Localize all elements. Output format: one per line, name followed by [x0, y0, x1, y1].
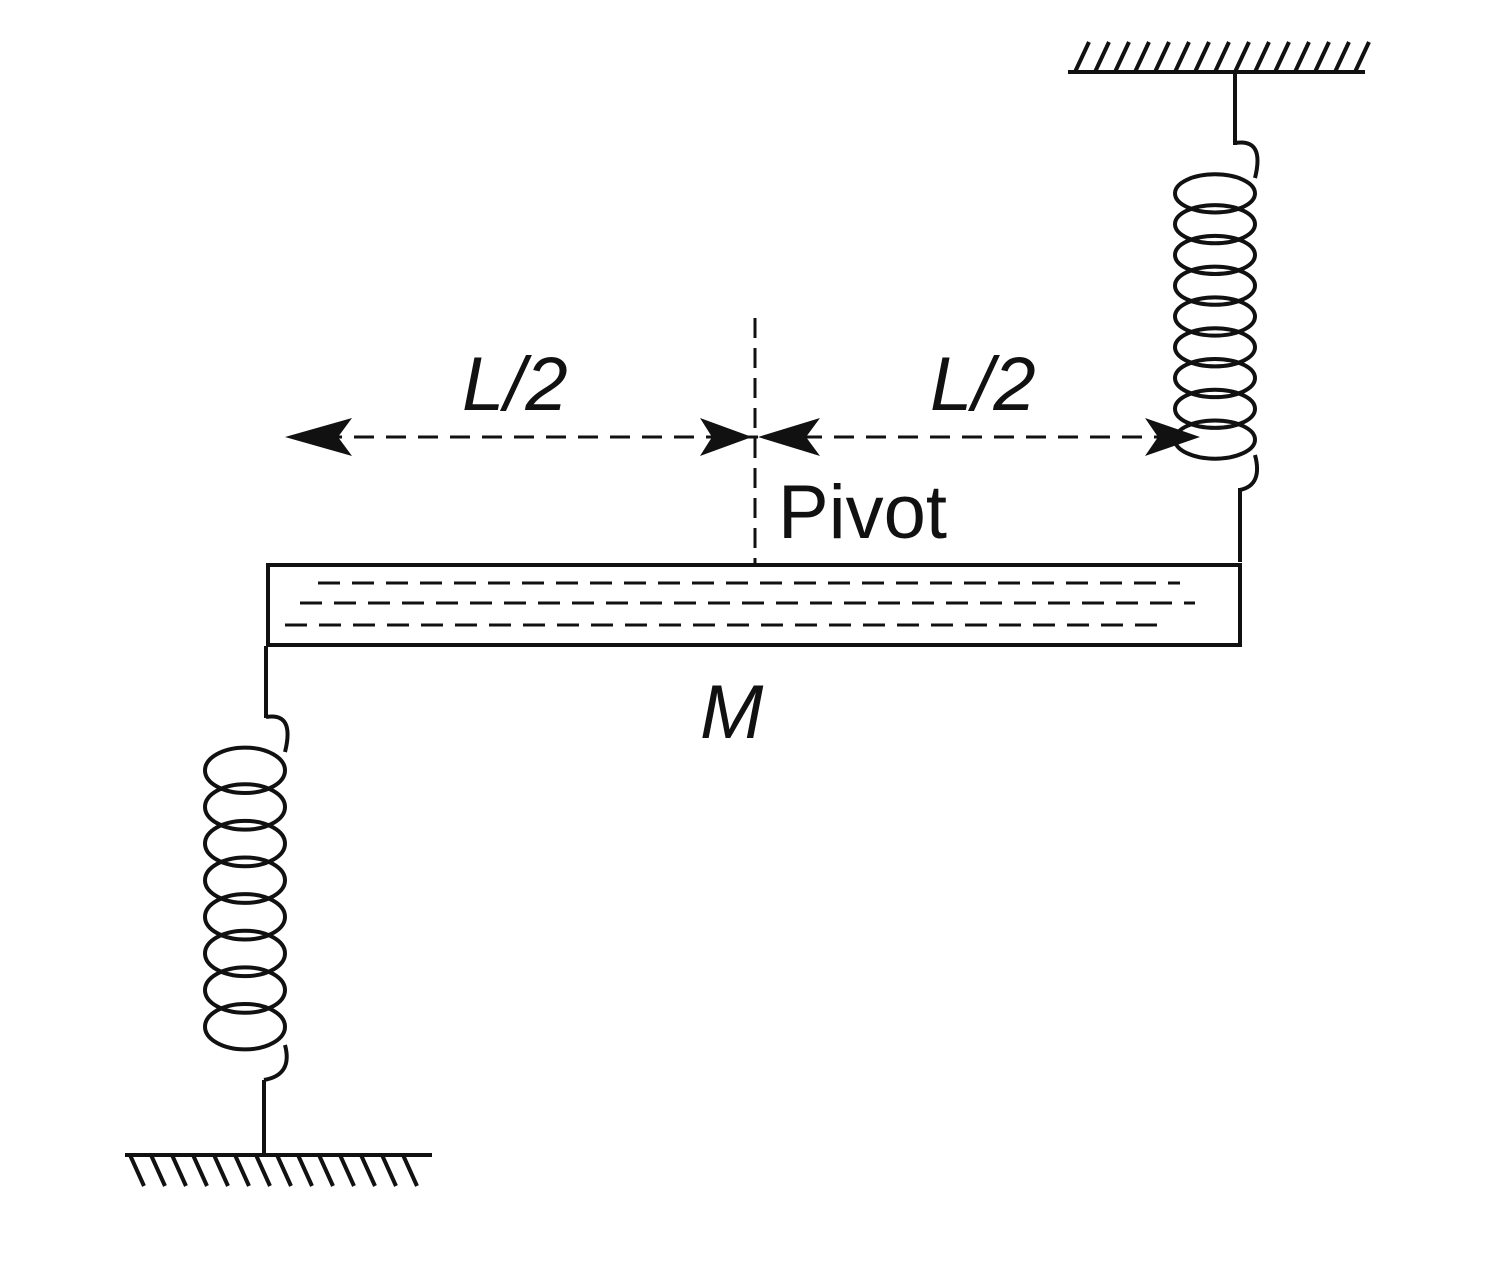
hatch-mark	[212, 1154, 230, 1187]
right-spring	[1173, 72, 1260, 562]
hatch-mark	[1293, 41, 1311, 73]
hatch-mark	[359, 1154, 377, 1187]
arrowhead-left	[285, 418, 352, 456]
spring-coil	[203, 1001, 287, 1052]
spring-coil	[1173, 295, 1257, 338]
spring-end	[1234, 140, 1260, 179]
left-spring	[203, 646, 290, 1155]
hatch-mark	[1233, 41, 1251, 73]
spring-coil	[1173, 203, 1257, 246]
hatch-mark	[1253, 41, 1271, 73]
rod-fill-lines	[285, 581, 1195, 627]
arrowhead-right	[1145, 418, 1200, 456]
hatch-mark	[1213, 41, 1231, 73]
spring-coil	[203, 745, 287, 796]
hatch-mark	[1173, 41, 1191, 73]
right-length-label: L/2	[930, 342, 1036, 427]
hatch-mark	[380, 1154, 398, 1187]
arrowhead-pivot-left	[700, 418, 752, 456]
hatch-mark	[149, 1154, 167, 1187]
spring-coil	[203, 928, 287, 979]
rod	[266, 563, 1242, 647]
hatch-mark	[317, 1154, 335, 1187]
arrowhead-pivot-right	[758, 418, 820, 456]
spring-end	[265, 714, 290, 753]
spring-coil	[203, 965, 287, 1015]
dimension-arrows	[285, 418, 1200, 456]
floor-support	[125, 1153, 432, 1187]
spring-coil	[203, 892, 287, 942]
hatch-mark	[1193, 41, 1211, 73]
hatch-mark	[1093, 41, 1111, 73]
hatch-mark	[128, 1154, 146, 1187]
hatch-mark	[233, 1154, 251, 1187]
ceiling-support	[1068, 41, 1371, 74]
spring-coil	[1173, 356, 1257, 400]
mass-label: M	[700, 670, 764, 755]
hatch-mark	[338, 1154, 356, 1187]
hatch-mark	[1353, 41, 1371, 73]
spring-coil	[203, 818, 287, 869]
spring-coil	[1173, 326, 1257, 369]
hatch-mark	[170, 1154, 188, 1187]
left-length-label: L/2	[462, 342, 568, 427]
hatch-mark	[1313, 41, 1331, 73]
hatch-mark	[1133, 41, 1151, 73]
spring-end	[1239, 454, 1260, 492]
spring-end	[263, 1044, 289, 1082]
spring-coil	[203, 855, 287, 905]
hatch-mark	[275, 1154, 293, 1187]
hatch-mark	[1113, 41, 1131, 73]
hatch-mark	[401, 1154, 419, 1187]
hatch-mark	[1273, 41, 1291, 73]
hatch-mark	[1153, 41, 1171, 73]
hatch-mark	[1073, 41, 1091, 73]
spring-coil	[1173, 264, 1257, 307]
hatch-mark	[296, 1154, 314, 1187]
spring-coil	[1173, 387, 1257, 430]
pivot-label: Pivot	[778, 470, 947, 555]
spring-coil	[1173, 172, 1257, 215]
hatch-mark	[1333, 41, 1351, 73]
spring-coil	[203, 782, 287, 832]
hatch-mark	[191, 1154, 209, 1187]
spring-coil	[1173, 233, 1257, 277]
hatch-mark	[254, 1154, 272, 1187]
